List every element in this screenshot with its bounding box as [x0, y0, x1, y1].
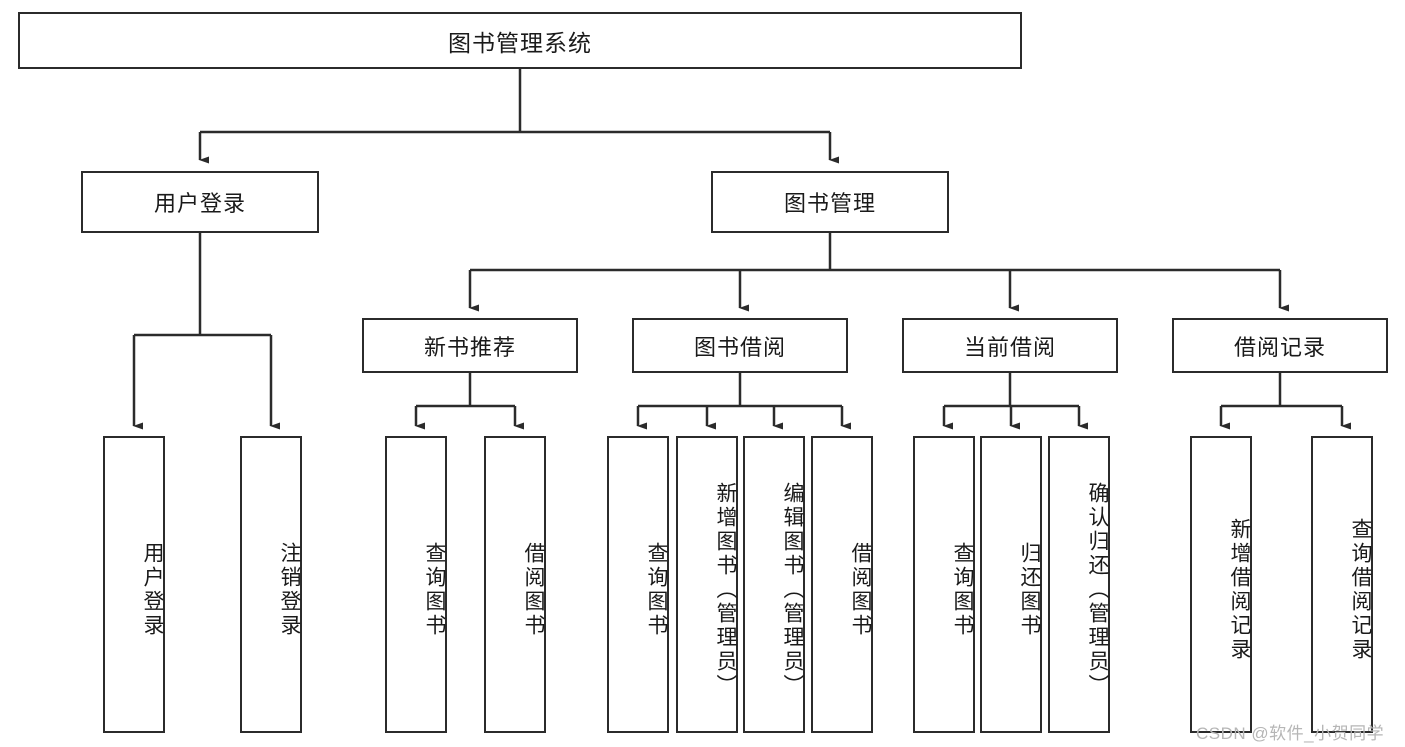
node-label: 注销登录	[278, 541, 301, 638]
node-label: 图书管理	[783, 191, 876, 216]
watermark: CSDN @软件_小贺同学	[1196, 724, 1385, 743]
node-label: 新增借阅记录	[1228, 517, 1251, 662]
node-user-login[interactable]: 用户登录	[81, 171, 319, 233]
leaf-borrow-book-newbook[interactable]: 借阅图书	[484, 436, 546, 733]
node-current-borrow[interactable]: 当前借阅	[902, 318, 1118, 373]
leaf-return-book[interactable]: 归还图书	[980, 436, 1042, 733]
leaf-user-login[interactable]: 用户登录	[103, 436, 165, 733]
node-label: 当前借阅	[963, 334, 1056, 360]
node-label: 用户登录	[153, 191, 246, 216]
node-label: 借阅图书	[522, 541, 545, 638]
node-label: 新增图书（管理员）	[714, 481, 737, 698]
node-label: 图书管理系统	[448, 29, 592, 56]
node-label: 新书推荐	[423, 334, 516, 360]
node-label: 借阅记录	[1233, 334, 1326, 360]
leaf-query-book-newbook[interactable]: 查询图书	[385, 436, 447, 733]
node-label: 用户登录	[141, 541, 164, 638]
leaf-add-borrow-record[interactable]: 新增借阅记录	[1190, 436, 1252, 733]
leaf-confirm-return-admin[interactable]: 确认归还（管理员）	[1048, 436, 1110, 733]
leaf-add-book-admin[interactable]: 新增图书（管理员）	[676, 436, 738, 733]
node-label: 编辑图书（管理员）	[781, 481, 804, 698]
node-label: 查询图书	[951, 541, 974, 638]
node-label: 查询图书	[645, 541, 668, 638]
leaf-query-book-borrow[interactable]: 查询图书	[607, 436, 669, 733]
leaf-query-borrow-record[interactable]: 查询借阅记录	[1311, 436, 1373, 733]
node-label: 确认归还（管理员）	[1086, 481, 1109, 698]
node-label: 借阅图书	[849, 541, 872, 638]
node-book-borrow[interactable]: 图书借阅	[632, 318, 848, 373]
node-label: 查询借阅记录	[1349, 517, 1372, 662]
node-label: 归还图书	[1018, 541, 1041, 638]
leaf-edit-book-admin[interactable]: 编辑图书（管理员）	[743, 436, 805, 733]
node-label: 查询图书	[423, 541, 446, 638]
node-label: 图书借阅	[693, 334, 786, 360]
node-root-system[interactable]: 图书管理系统	[18, 12, 1022, 69]
leaf-logout[interactable]: 注销登录	[240, 436, 302, 733]
leaf-borrow-book[interactable]: 借阅图书	[811, 436, 873, 733]
node-new-book-recommend[interactable]: 新书推荐	[362, 318, 578, 373]
leaf-query-book-current[interactable]: 查询图书	[913, 436, 975, 733]
node-book-management[interactable]: 图书管理	[711, 171, 949, 233]
node-borrow-record[interactable]: 借阅记录	[1172, 318, 1388, 373]
